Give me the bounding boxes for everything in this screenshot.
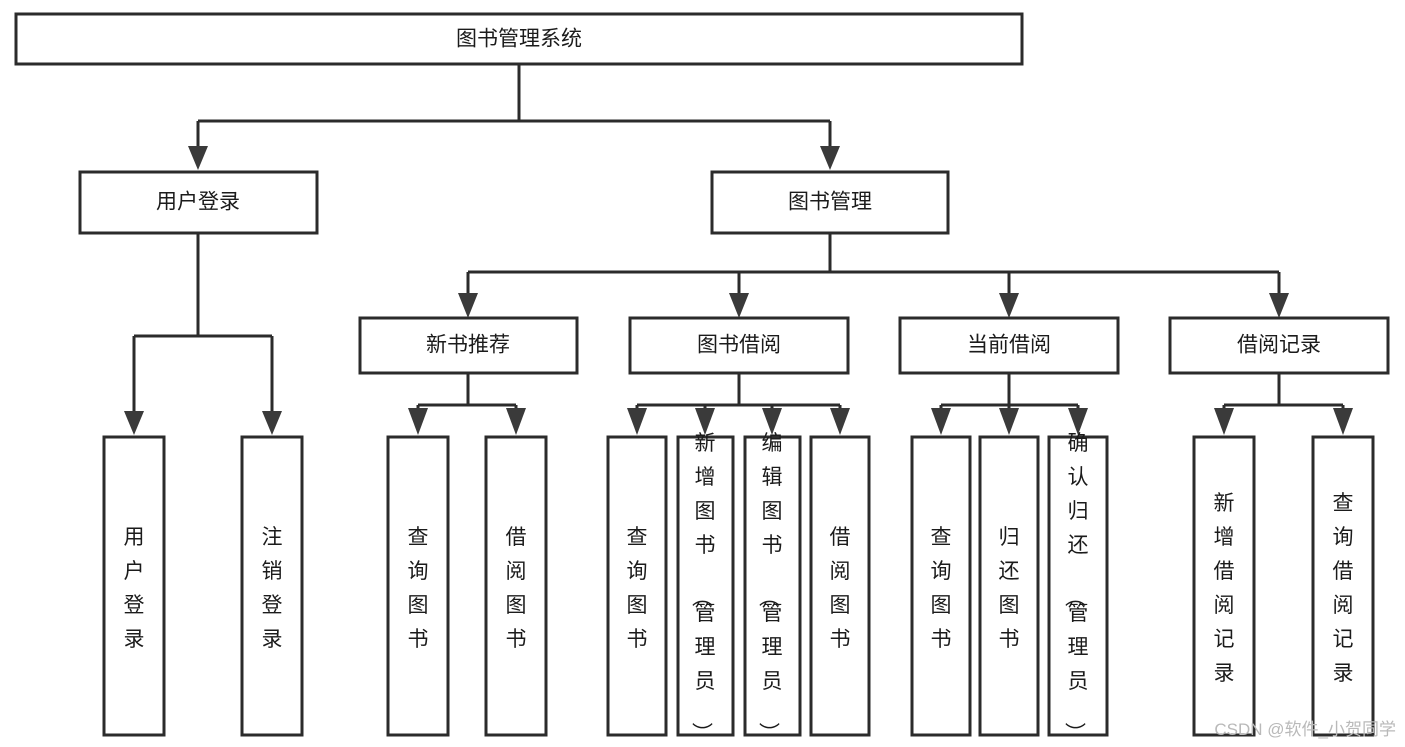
edge-group <box>124 64 1353 435</box>
node-label: 查询借阅记录 <box>1333 492 1354 685</box>
arrow-head-icon <box>695 408 715 435</box>
node-box <box>628 316 850 375</box>
node-box <box>898 316 1120 375</box>
node-label: 新增借阅记录 <box>1214 492 1235 685</box>
node-box <box>1168 316 1390 375</box>
node-label: 借阅图书 <box>506 526 527 651</box>
arrow-head-icon <box>506 408 526 435</box>
node-leaf-add-book-admin[interactable]: 新增图书（管理员） <box>676 432 735 743</box>
arrow-head-icon <box>1068 408 1088 435</box>
node-leaf-add-borrow-record[interactable]: 新增借阅记录 <box>1192 435 1256 737</box>
node-label: 归还图书 <box>999 526 1020 651</box>
node-label: 新书推荐 <box>426 334 510 357</box>
node-box <box>484 435 548 737</box>
node-borrow-record[interactable]: 借阅记录 <box>1168 316 1390 375</box>
arrow-head-icon <box>188 146 208 170</box>
node-box <box>1047 435 1109 737</box>
node-label: 当前借阅 <box>967 334 1051 357</box>
node-label: 查询图书 <box>627 526 648 651</box>
node-box <box>1311 435 1375 737</box>
node-leaf-confirm-return-admin[interactable]: 确认归还（管理员） <box>1047 432 1109 743</box>
node-leaf-borrow-book[interactable]: 借阅图书 <box>809 435 871 737</box>
node-label: 编辑图书（管理员） <box>757 432 783 743</box>
node-box <box>240 435 304 737</box>
node-box <box>743 435 802 737</box>
arrow-head-icon <box>762 408 782 435</box>
node-leaf-query-borrow-record[interactable]: 查询借阅记录 <box>1311 435 1375 737</box>
node-leaf-edit-book-admin[interactable]: 编辑图书（管理员） <box>743 432 802 743</box>
node-box <box>102 435 166 737</box>
node-box <box>809 435 871 737</box>
node-label: 借阅记录 <box>1237 334 1321 357</box>
node-book-management[interactable]: 图书管理 <box>710 170 950 235</box>
node-leaf-query-book-borrow[interactable]: 查询图书 <box>606 435 668 737</box>
arrow-head-icon <box>1333 408 1353 435</box>
node-box <box>910 435 972 737</box>
node-leaf-query-book-newbook[interactable]: 查询图书 <box>386 435 450 737</box>
node-leaf-user-login[interactable]: 用户登录 <box>102 435 166 737</box>
node-leaf-logout[interactable]: 注销登录 <box>240 435 304 737</box>
node-box <box>710 170 950 235</box>
arrow-head-icon <box>729 293 749 318</box>
node-label: 确认归还（管理员） <box>1063 432 1089 743</box>
watermark-label: CSDN @软件_小贺同学 <box>1214 720 1396 739</box>
node-box <box>78 170 319 235</box>
node-label: 用户登录 <box>124 526 145 651</box>
node-label: 图书管理 <box>788 191 872 214</box>
node-box <box>606 435 668 737</box>
arrow-head-icon <box>627 408 647 435</box>
node-box <box>978 435 1040 737</box>
arrow-head-icon <box>1214 408 1234 435</box>
node-box <box>1192 435 1256 737</box>
arrow-head-icon <box>1269 293 1289 318</box>
node-root-book-management-system[interactable]: 图书管理系统 <box>14 12 1024 66</box>
arrow-head-icon <box>820 146 840 170</box>
node-label: 新增图书（管理员） <box>690 432 716 743</box>
arrow-head-icon <box>830 408 850 435</box>
node-label: 查询图书 <box>931 526 952 651</box>
node-leaf-return-book[interactable]: 归还图书 <box>978 435 1040 737</box>
node-book-borrow[interactable]: 图书借阅 <box>628 316 850 375</box>
node-label: 用户登录 <box>156 191 240 214</box>
node-box <box>676 435 735 737</box>
node-label: 图书管理系统 <box>456 28 582 51</box>
arrow-head-icon <box>931 408 951 435</box>
arrow-head-icon <box>262 411 282 435</box>
node-label: 注销登录 <box>262 526 283 651</box>
node-box <box>14 12 1024 66</box>
node-label: 查询图书 <box>408 526 429 651</box>
node-box <box>386 435 450 737</box>
node-current-borrow[interactable]: 当前借阅 <box>898 316 1120 375</box>
arrow-head-icon <box>124 411 144 435</box>
node-user-login[interactable]: 用户登录 <box>78 170 319 235</box>
node-box <box>358 316 579 375</box>
node-label: 借阅图书 <box>830 526 851 651</box>
node-leaf-borrow-book-newbook[interactable]: 借阅图书 <box>484 435 548 737</box>
node-label: 图书借阅 <box>697 334 781 357</box>
node-new-book-recommend[interactable]: 新书推荐 <box>358 316 579 375</box>
node-leaf-query-book-current[interactable]: 查询图书 <box>910 435 972 737</box>
arrow-head-icon <box>408 408 428 435</box>
arrow-head-icon <box>458 293 478 318</box>
arrow-head-icon <box>999 408 1019 435</box>
arrow-head-icon <box>999 293 1019 318</box>
